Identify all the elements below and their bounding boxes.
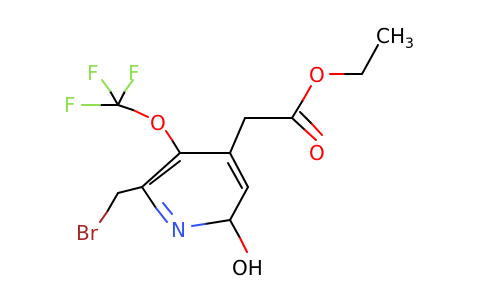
bond-ch2-ch3	[361, 44, 379, 75]
bond-co-inner-black	[299, 111, 313, 125]
hydroxy-group	[229, 219, 248, 253]
bond-ch2-br-black	[106, 192, 119, 213]
bond-c2-n-black	[141, 186, 157, 209]
label-methyl-main: CH	[376, 24, 405, 48]
label-fluorine-3: F	[64, 93, 76, 117]
bond-c4-c5	[229, 152, 249, 188]
bond-c2-c3-inner	[149, 160, 181, 185]
bond-cf1-black	[109, 90, 119, 106]
bond-n-c6-blue	[191, 223, 206, 227]
bond-c4-ch2	[229, 117, 246, 154]
bond-cf2-black	[117, 90, 126, 106]
bond-co-red	[304, 129, 317, 141]
bond-co-black	[291, 117, 306, 131]
bromomethyl-group	[99, 186, 143, 223]
bond-co-inner-red	[311, 123, 323, 136]
bond-c2-n-blue-inner	[162, 202, 173, 215]
bond-c2-c3	[141, 152, 181, 188]
ethyl-acetate-chain	[229, 44, 379, 154]
atom-labels: F F F O O O CH3 N Br OH	[64, 24, 414, 280]
label-oxygen-ester: O	[309, 63, 325, 87]
bond-o-cf3-red	[132, 109, 149, 118]
label-hydroxyl: OH	[232, 256, 263, 280]
bond-cf2-green	[124, 79, 134, 92]
bond-c2-ch2	[117, 186, 143, 194]
label-methyl: CH3	[376, 24, 414, 52]
label-bromine: Br	[76, 221, 99, 245]
bond-c3-o-black	[171, 139, 181, 154]
bond-c-oester-red	[302, 85, 312, 101]
bond-o-cf3-black	[117, 104, 134, 111]
pyridine-ring	[141, 152, 249, 225]
label-oxygen-carbonyl: O	[309, 141, 325, 165]
nitrogen-bonds	[155, 202, 206, 227]
label-fluorine-1: F	[87, 61, 99, 85]
bond-c5-c6	[229, 186, 249, 221]
bond-n-c6-black	[204, 219, 231, 225]
bond-c4-c5-inner	[227, 162, 243, 189]
bond-c2-n-blue	[155, 207, 168, 223]
bond-c6-o-red	[239, 237, 248, 253]
label-methyl-subscript: 3	[405, 36, 414, 52]
label-nitrogen: N	[171, 218, 186, 242]
label-oxygen-ether: O	[150, 111, 166, 135]
bond-ch2-br-red	[99, 211, 108, 223]
bond-cf1-green	[101, 79, 111, 92]
bond-c-oester-black	[291, 99, 304, 119]
bond-c6-o-black	[229, 219, 241, 239]
label-fluorine-2: F	[128, 61, 140, 85]
bond-c3-o-red	[165, 130, 173, 141]
trifluoromethoxy-group	[81, 79, 181, 154]
